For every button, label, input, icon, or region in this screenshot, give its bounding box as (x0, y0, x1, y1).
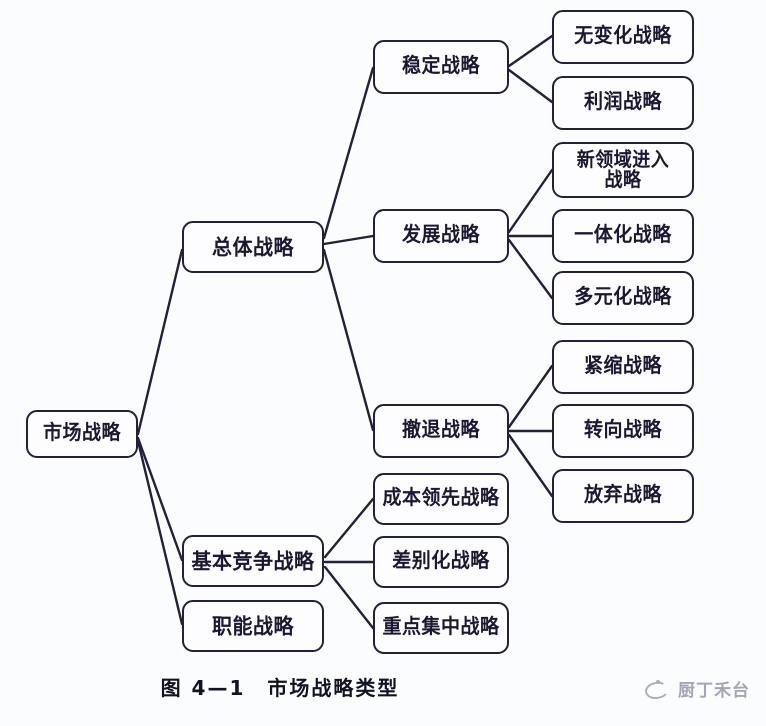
edge-stability-nochange (507, 34, 554, 68)
node-integration-strategy-label: 一体化战略 (574, 223, 672, 247)
node-new-field-entry-strategy-label-line2: 战略 (604, 168, 642, 192)
edge-development-diversification (507, 238, 554, 300)
node-cost-leadership-strategy[interactable]: 成本领先战略 (373, 473, 509, 525)
node-development-strategy[interactable]: 发展战略 (373, 209, 509, 263)
edge-root-functional (136, 439, 184, 626)
edge-competitive-cost (323, 497, 375, 559)
node-basic-competitive-strategy[interactable]: 基本竞争战略 (182, 535, 324, 587)
figure-caption: 图 4—1 市场战略类型 (160, 676, 400, 700)
swirl-logo-icon (643, 679, 669, 699)
edge-overall-development (322, 234, 375, 246)
node-focus-strategy[interactable]: 重点集中战略 (373, 602, 509, 654)
node-turnaround-strategy[interactable]: 转向战略 (552, 404, 694, 458)
edge-retreat-contraction (507, 364, 554, 429)
node-focus-strategy-label: 重点集中战略 (382, 615, 500, 639)
node-diversification-strategy[interactable]: 多元化战略 (552, 271, 694, 325)
node-new-field-entry-strategy-label-wrap: 新领域进入 战略 (554, 148, 692, 192)
edge-root-competitive (136, 436, 184, 562)
node-contraction-strategy[interactable]: 紧缩战略 (552, 340, 694, 394)
node-root[interactable]: 市场战略 (26, 410, 138, 458)
node-new-field-entry-strategy-label-line1: 新领域进入 (576, 148, 670, 172)
node-abandonment-strategy[interactable]: 放弃战略 (552, 469, 694, 523)
node-overall-strategy[interactable]: 总体战略 (182, 221, 324, 273)
node-retreat-strategy-label: 撤退战略 (401, 418, 480, 442)
node-functional-strategy-label: 职能战略 (212, 613, 294, 639)
watermark-text: 厨丁禾台 (678, 681, 750, 701)
node-new-field-entry-strategy[interactable]: 新领域进入 战略 (552, 142, 694, 198)
node-stability-strategy[interactable]: 稳定战略 (373, 40, 509, 94)
node-profit-strategy[interactable]: 利润战略 (552, 76, 694, 130)
node-differentiation-strategy[interactable]: 差别化战略 (373, 536, 509, 588)
node-cost-leadership-strategy-label: 成本领先战略 (382, 486, 500, 510)
node-development-strategy-label: 发展战略 (401, 223, 480, 247)
edge-overall-retreat (322, 248, 375, 432)
node-profit-strategy-label: 利润战略 (583, 90, 662, 114)
node-turnaround-strategy-label: 转向战略 (583, 418, 662, 442)
node-abandonment-strategy-label: 放弃战略 (583, 483, 662, 507)
edge-overall-stability (322, 66, 375, 240)
watermark: 厨丁禾台 (643, 676, 750, 701)
node-overall-strategy-label: 总体战略 (212, 234, 294, 260)
node-functional-strategy[interactable]: 职能战略 (182, 600, 324, 652)
edge-stability-profit (507, 68, 554, 104)
node-retreat-strategy[interactable]: 撤退战略 (373, 404, 509, 458)
node-no-change-strategy-label: 无变化战略 (574, 24, 672, 48)
node-no-change-strategy[interactable]: 无变化战略 (552, 10, 694, 64)
node-diversification-strategy-label: 多元化战略 (574, 285, 672, 309)
node-basic-competitive-strategy-label: 基本竞争战略 (191, 548, 315, 574)
edge-development-newfield (507, 168, 554, 234)
edge-root-overall (136, 248, 184, 436)
node-differentiation-strategy-label: 差别化战略 (392, 549, 490, 573)
edge-retreat-abandonment (507, 433, 554, 498)
node-root-label: 市场战略 (42, 421, 121, 445)
edge-competitive-focus (323, 565, 375, 630)
node-stability-strategy-label: 稳定战略 (401, 54, 480, 78)
node-integration-strategy[interactable]: 一体化战略 (552, 209, 694, 263)
node-contraction-strategy-label: 紧缩战略 (583, 354, 662, 378)
